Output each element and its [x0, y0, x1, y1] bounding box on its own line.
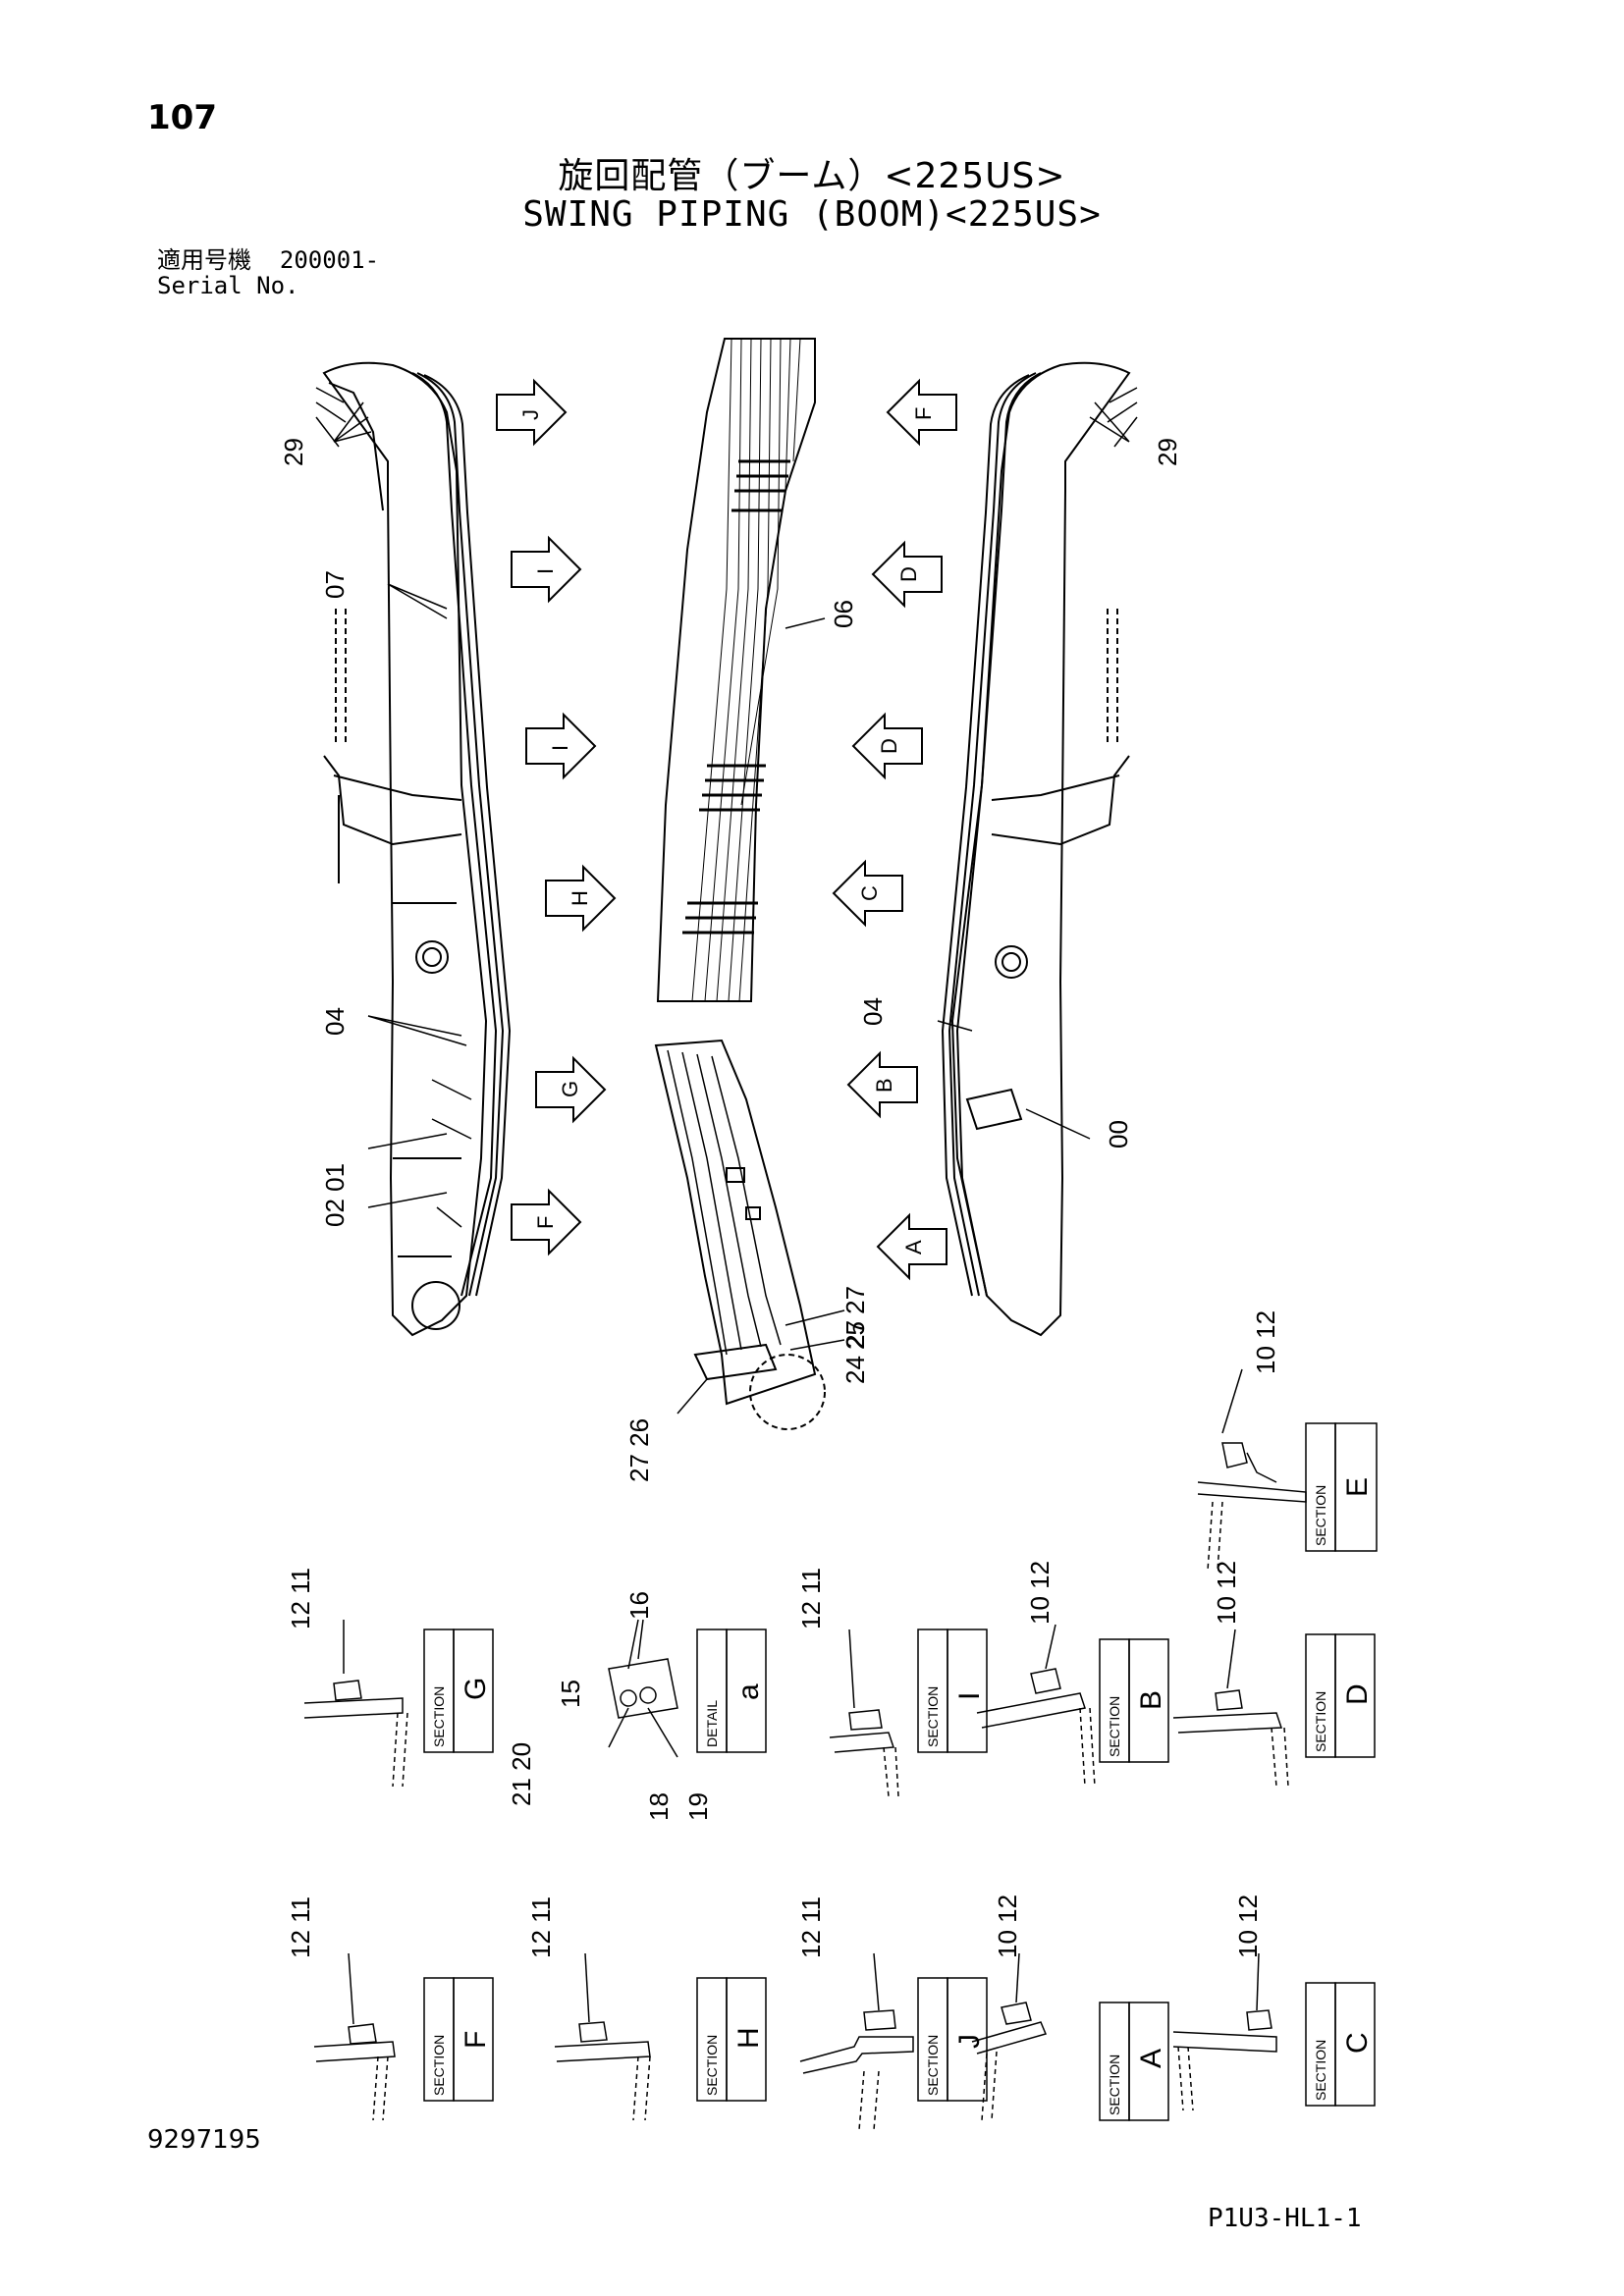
- callout-29-right: 29: [1153, 438, 1182, 466]
- serial-range: 200001-: [279, 246, 380, 274]
- callout-10-12-C: 10 12: [1233, 1895, 1263, 1958]
- section-B: [976, 1624, 1169, 1788]
- view-arrow-F-right: F: [887, 380, 957, 445]
- section-D: [1172, 1629, 1376, 1788]
- callout-19: 19: [683, 1792, 713, 1821]
- detail-a-letter: a: [732, 1683, 765, 1700]
- section-J-letter: J: [953, 2034, 986, 2049]
- callout-21-20: 21 20: [507, 1742, 536, 1806]
- title-english: SWING PIPING (BOOM)<225US>: [522, 194, 1102, 235]
- view-arrow-D-label: D: [896, 566, 921, 582]
- view-arrow-F: F: [511, 1190, 581, 1255]
- callout-12-11-H: 12 11: [526, 1896, 556, 1958]
- leader-lines: [333, 401, 1130, 1415]
- reference-code: P1U3-HL1-1: [1208, 2204, 1362, 2233]
- view-arrow-B: B: [847, 1052, 918, 1117]
- callout-12-11-I: 12 11: [796, 1568, 826, 1629]
- view-arrow-A: A: [877, 1214, 947, 1279]
- callout-10-12-D: 10 12: [1212, 1561, 1241, 1625]
- callout-06: 06: [829, 600, 858, 628]
- section-F-word: SECTION: [431, 2035, 447, 2096]
- view-arrow-G: G: [535, 1057, 606, 1122]
- section-E-letter: E: [1341, 1477, 1374, 1497]
- document-number: 9297195: [147, 2125, 261, 2155]
- section-I-letter: I: [953, 1692, 986, 1700]
- view-arrow-G-label: G: [558, 1081, 582, 1097]
- view-arrow-F-right-label: F: [911, 407, 936, 420]
- callout-12-11-J: 12 11: [796, 1896, 826, 1958]
- view-arrow-J: J: [496, 380, 567, 445]
- left-boom-view: [315, 361, 512, 1337]
- callout-10-12-E: 10 12: [1251, 1310, 1280, 1374]
- section-B-letter: B: [1135, 1690, 1167, 1710]
- view-arrow-J-label: J: [518, 409, 543, 420]
- detail-a-word: DETAIL: [704, 1700, 720, 1747]
- section-G: [303, 1620, 494, 1788]
- section-I: [829, 1629, 988, 1797]
- view-arrow-D: D: [872, 542, 943, 607]
- callout-24-27: 24 27: [840, 1320, 870, 1384]
- section-B-word: SECTION: [1107, 1696, 1122, 1757]
- callout-02-01: 02 01: [320, 1163, 350, 1227]
- center-lower-boom: [654, 1039, 826, 1430]
- section-F-letter: F: [460, 2031, 492, 2049]
- view-arrow-H-label: H: [568, 890, 592, 906]
- view-arrow-F-label: F: [533, 1216, 558, 1229]
- serial-info: 適用号機 200001- Serial No.: [157, 247, 379, 298]
- view-arrow-C: C: [833, 861, 903, 926]
- section-F: [313, 1952, 494, 2121]
- callout-10-12-B: 10 12: [1025, 1561, 1055, 1625]
- page-number: 107: [147, 98, 217, 137]
- callout-00: 00: [1104, 1120, 1133, 1148]
- callout-29-left: 29: [279, 438, 308, 466]
- view-arrow-I2: I: [525, 714, 596, 778]
- view-arrow-C-label: C: [857, 885, 882, 901]
- callout-12-11-F: 12 11: [286, 1896, 315, 1958]
- right-boom-view: [941, 361, 1138, 1337]
- title-japanese: 旋回配管（ブーム）<225US>: [558, 156, 1066, 196]
- section-G-word: SECTION: [431, 1686, 447, 1747]
- section-H-letter: H: [732, 2027, 765, 2049]
- callout-07: 07: [320, 570, 350, 599]
- view-arrow-I: I: [511, 537, 581, 602]
- center-upper-boom: [656, 338, 816, 1002]
- section-A-word: SECTION: [1107, 2055, 1122, 2115]
- section-E-word: SECTION: [1313, 1485, 1328, 1546]
- section-C-letter: C: [1341, 2032, 1374, 2054]
- detail-a: [608, 1619, 767, 1758]
- serial-label-en: Serial No.: [157, 272, 299, 299]
- section-D-letter: D: [1341, 1683, 1374, 1705]
- section-J: [799, 1952, 988, 2131]
- callout-15: 15: [556, 1680, 585, 1708]
- view-arrow-H: H: [545, 866, 616, 931]
- view-arrow-I-label: I: [533, 568, 558, 574]
- section-G-letter: G: [460, 1678, 492, 1700]
- callout-18: 18: [644, 1792, 674, 1821]
- callout-25-27: 25 27: [840, 1286, 870, 1350]
- section-C: [1172, 1952, 1376, 2111]
- callout-12-11-G: 12 11: [286, 1568, 315, 1629]
- view-arrow-D2-label: D: [877, 738, 901, 754]
- section-I-word: SECTION: [925, 1686, 941, 1747]
- callout-10-12-A: 10 12: [993, 1895, 1022, 1958]
- callout-27-26: 27 26: [624, 1418, 654, 1482]
- callout-16: 16: [624, 1591, 654, 1620]
- section-E: [1197, 1368, 1378, 1572]
- view-arrow-B-label: B: [872, 1078, 896, 1093]
- section-A: [971, 1952, 1169, 2121]
- section-D-word: SECTION: [1313, 1691, 1328, 1752]
- section-H-word: SECTION: [704, 2035, 720, 2096]
- section-C-word: SECTION: [1313, 2040, 1328, 2101]
- view-arrow-I2-label: I: [548, 745, 572, 751]
- section-A-letter: A: [1135, 2049, 1167, 2068]
- section-H: [554, 1952, 767, 2121]
- section-J-word: SECTION: [925, 2035, 941, 2096]
- callout-04-right: 04: [858, 997, 888, 1026]
- serial-label-ja: 適用号機: [157, 246, 251, 274]
- view-arrow-A-label: A: [901, 1240, 926, 1255]
- view-arrow-D2: D: [852, 714, 923, 778]
- callout-04-left: 04: [320, 1007, 350, 1036]
